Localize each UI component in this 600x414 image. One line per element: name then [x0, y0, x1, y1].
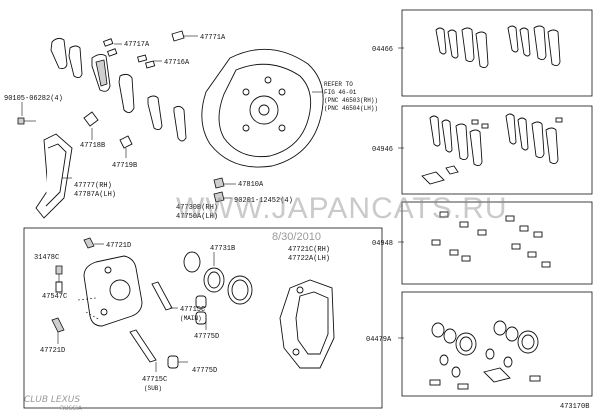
label-47750A-lh: 47750A(LH) — [176, 213, 218, 221]
label-04479A: 04479A — [366, 336, 392, 344]
label-main: (MAIN) — [180, 315, 202, 322]
label-47777-rh: 47777(RH) — [74, 182, 112, 190]
pad-clips-top — [102, 30, 198, 69]
label-47547C: 47547C — [42, 293, 67, 301]
label-47716A: 47716A — [164, 59, 190, 67]
pin-boots — [167, 295, 207, 369]
label-04466: 04466 — [372, 46, 393, 54]
caliper-assembly-box — [23, 227, 383, 409]
label-47731B: 47731B — [210, 245, 235, 253]
watermark-date: 8/30/2010 — [272, 231, 321, 243]
bleeder-plug — [55, 265, 63, 293]
watermark-text: WWW.JAPANCATS.RU — [176, 192, 508, 225]
club-logo-text: CLUB LEXUS — [24, 395, 80, 405]
label-sub: (SUB) — [144, 385, 162, 392]
label-04948: 04948 — [372, 240, 393, 248]
kit-box-04948 — [401, 201, 593, 285]
pad-wear-plate — [35, 133, 73, 219]
label-47775D-upper: 47775D — [194, 333, 219, 341]
label-47721D-top: 47721D — [106, 242, 131, 250]
caliper-mounting-bracket — [279, 279, 335, 369]
bolt-90105 — [17, 102, 36, 125]
label-47715C-sub: 47715C — [142, 376, 167, 384]
caliper-housing — [77, 255, 143, 327]
slide-pin-sub — [129, 329, 157, 372]
slide-pin-main — [151, 281, 178, 311]
label-47722A-lh: 47722A(LH) — [288, 255, 330, 263]
seal-kit-04479A — [429, 320, 541, 390]
figure-number: 473170B — [560, 403, 589, 411]
label-47718B: 47718B — [80, 142, 105, 150]
pad-kit-04466 — [435, 25, 561, 69]
piston-seal-kit — [183, 251, 253, 305]
label-refer-pnc-rh: (PNC 46503(RH)) — [324, 97, 378, 104]
brake-pad-set — [50, 37, 187, 142]
label-47715C-main: 47715C — [180, 306, 205, 314]
label-refer-fig: FIG 46-01 — [324, 89, 357, 96]
label-47730B-rh: 47730B(RH) — [176, 204, 218, 212]
kit-box-04466 — [401, 9, 593, 97]
label-47721D-bottom: 47721D — [40, 347, 65, 355]
dust-shield — [201, 48, 324, 168]
kit-box-04479A — [401, 291, 593, 397]
label-47787A-lh: 47787A(LH) — [74, 191, 116, 199]
label-47719B: 47719B — [112, 162, 137, 170]
label-47810A: 47810A — [238, 181, 264, 189]
label-31478C: 31478C — [34, 254, 59, 262]
clip-kit-04948 — [431, 211, 551, 268]
label-47717A: 47717A — [124, 41, 150, 49]
kit-box-04946 — [401, 105, 593, 195]
label-04946: 04946 — [372, 146, 393, 154]
label-refer-pnc-lh: (PNC 46504(LH)) — [324, 105, 378, 112]
bolt-47810A — [213, 177, 236, 203]
label-47721C-rh: 47721C(RH) — [288, 246, 330, 254]
shims — [83, 111, 133, 158]
label-90201-12452: 90201-12452(4) — [234, 197, 293, 205]
pad-kit-04946 — [421, 113, 563, 185]
label-90105-06282: 90105-06282(4) — [4, 95, 63, 103]
bleeder-bolts — [51, 237, 104, 344]
label-refer-to: REFER TO — [324, 81, 353, 88]
club-logo-subtext: RUSSIA — [60, 405, 83, 412]
label-47775D-lower: 47775D — [192, 367, 217, 375]
label-47771A: 47771A — [200, 34, 226, 42]
